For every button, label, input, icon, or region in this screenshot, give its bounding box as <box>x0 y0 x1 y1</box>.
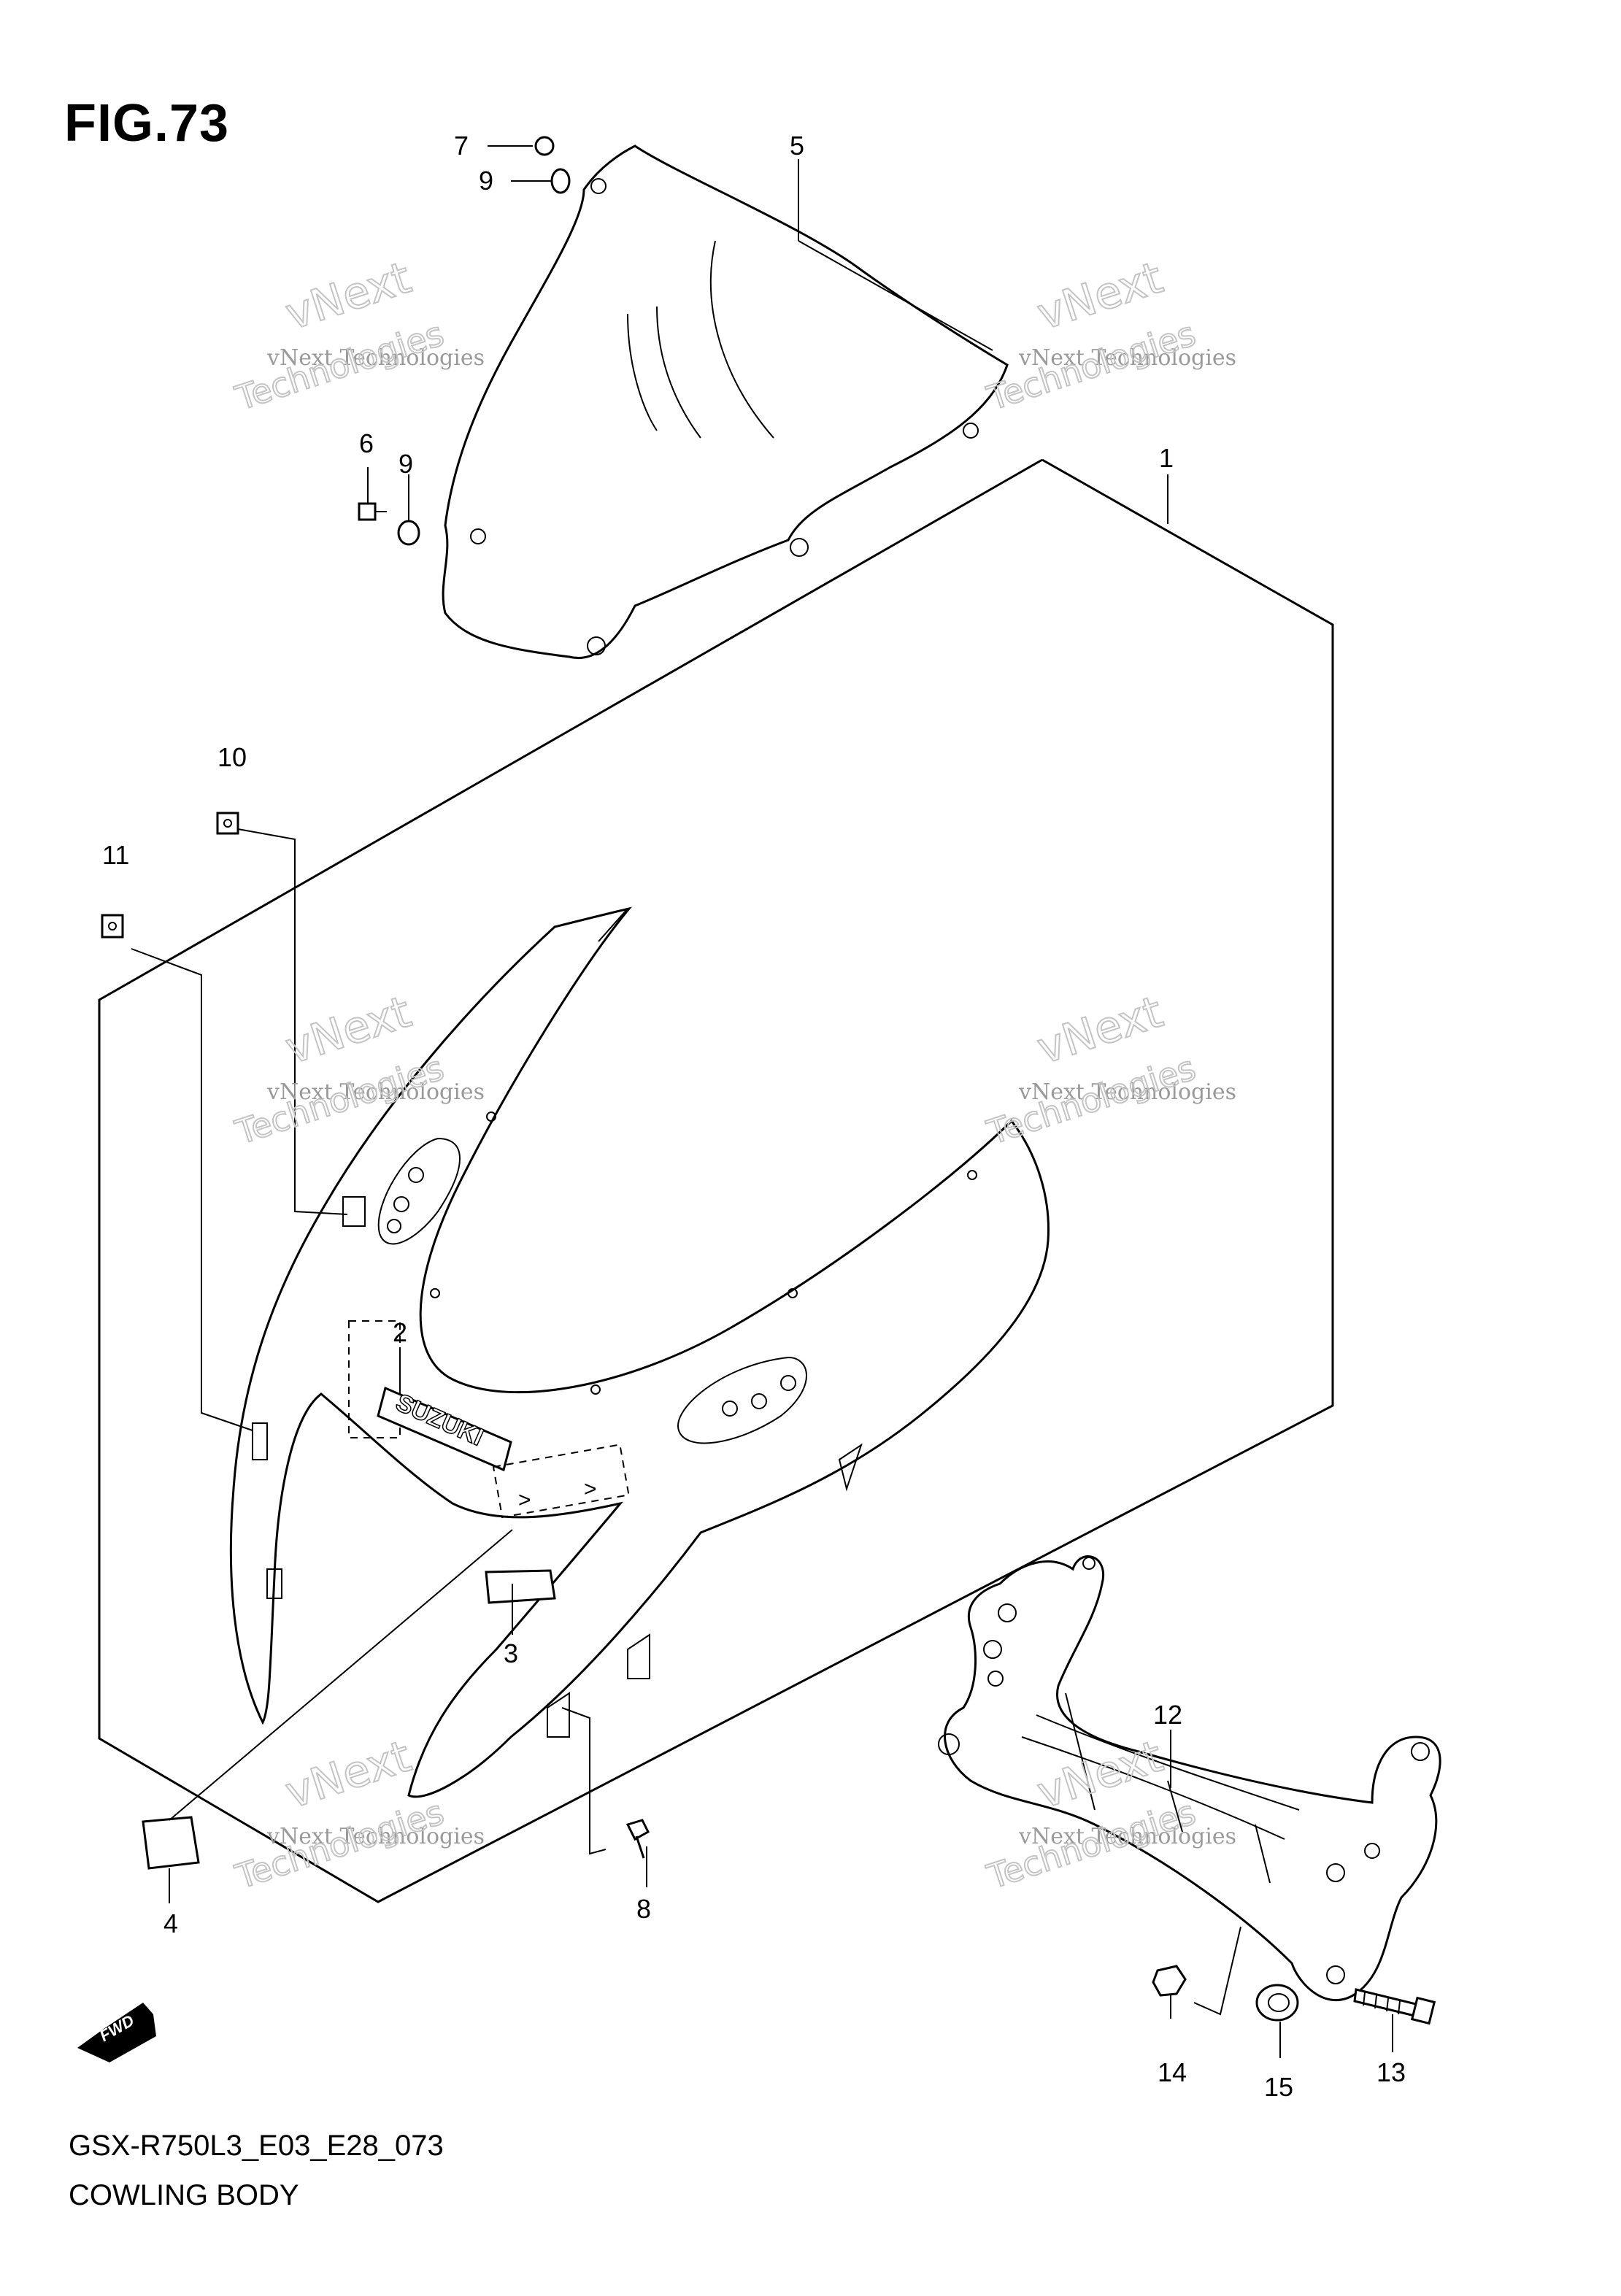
callout-12: 12 <box>1153 1700 1182 1730</box>
bolt-13-icon <box>1353 1988 1436 2025</box>
callout-15: 15 <box>1264 2072 1293 2102</box>
screw-6-icon <box>358 467 387 521</box>
assembly-name: COWLING BODY <box>69 2179 299 2211</box>
callout-13: 13 <box>1376 2057 1406 2087</box>
callout-5: 5 <box>790 131 804 161</box>
washer-9-lower-icon <box>397 474 420 546</box>
callout-8: 8 <box>636 1894 651 1924</box>
svg-text:vNext Technologies: vNext Technologies <box>1018 1824 1236 1849</box>
screw-8-icon <box>561 1707 650 1859</box>
washer-9-top-icon <box>511 168 571 194</box>
grommet-15-icon <box>1255 1984 1299 2022</box>
decal-3 <box>485 1569 556 1604</box>
figure-title: FIG.73 <box>64 94 230 153</box>
watermark-middle-right: vNext vNext Technologies Technologies <box>982 986 1236 1153</box>
callout-3: 3 <box>504 1638 518 1668</box>
callout-9-lower: 9 <box>398 449 413 479</box>
callout-4: 4 <box>163 1908 178 1938</box>
cowling-body <box>229 906 1050 1798</box>
nut-10-icon <box>216 812 348 1215</box>
svg-text:vNext Technologies: vNext Technologies <box>1018 1079 1236 1105</box>
callout-2: 2 <box>393 1317 407 1347</box>
callout-7: 7 <box>454 131 469 161</box>
callout-11: 11 <box>102 840 129 870</box>
callout-14: 14 <box>1158 2057 1187 2087</box>
cowling-bracket <box>938 1555 1441 2002</box>
windscreen <box>442 145 1009 659</box>
forward-direction-arrow: FWD <box>77 2003 156 2062</box>
watermark-top-right: vNext vNext Technologies Technologies <box>982 252 1236 419</box>
decal-4 <box>142 1816 200 1870</box>
decal-dashed-area: > > <box>492 1444 630 1519</box>
svg-text:vNext Technologies: vNext Technologies <box>266 1079 485 1105</box>
model-code: GSX-R750L3_E03_E28_073 <box>69 2130 444 2162</box>
callout-1: 1 <box>1159 443 1174 473</box>
svg-text:vNext Technologies: vNext Technologies <box>266 1824 485 1849</box>
assembly-boundary-line <box>98 458 1334 1903</box>
screw-7-icon <box>488 136 555 156</box>
svg-text:vNext Technologies: vNext Technologies <box>266 345 485 371</box>
nut-14-icon <box>1152 1926 1241 2019</box>
callout-9-top: 9 <box>479 166 493 196</box>
callout-6: 6 <box>359 428 374 458</box>
svg-text:vNext Technologies: vNext Technologies <box>1018 345 1236 371</box>
nut-11-icon <box>101 914 253 1431</box>
svg-text:>: > <box>584 1477 597 1501</box>
watermark-top-left: vNext vNext Technologies Technologies <box>230 252 485 419</box>
svg-text:>: > <box>518 1488 531 1512</box>
callout-10: 10 <box>217 742 247 772</box>
